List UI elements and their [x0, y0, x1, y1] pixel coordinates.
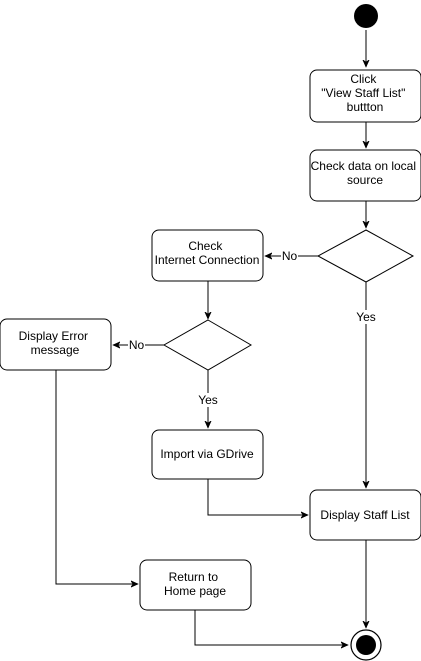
activity-display-error-label: Display Error message — [19, 329, 92, 357]
activity-return-home-label: Return to Home page — [164, 570, 226, 598]
edge-label-local-yes-text: Yes — [356, 310, 376, 324]
edge-label-internet-yes-text: Yes — [198, 393, 218, 407]
activity-check-internet: Check Internet Connection — [151, 229, 264, 282]
edge-label-internet-no: No — [128, 338, 145, 352]
start-node — [354, 4, 378, 28]
activity-click-view-staff-line-3: buttton — [347, 100, 384, 114]
activity-check-local-source-line-1: Check data on local — [311, 159, 416, 173]
activity-import-gdrive-label: Import via GDrive — [160, 447, 254, 461]
activity-check-internet-line-1: Check — [188, 239, 223, 253]
activity-return-home-line-2: Home page — [164, 584, 226, 598]
activity-import-gdrive: Import via GDrive — [151, 429, 264, 480]
edge-return-home-to-end — [194, 610, 348, 645]
activity-return-home-line-1: Return to — [169, 570, 219, 584]
activity-check-internet-label: Check Internet Connection — [155, 239, 260, 267]
activity-display-error-line-2: message — [31, 343, 80, 357]
edge-label-internet-no-text: No — [129, 338, 145, 352]
activity-click-view-staff-line-2: "View Staff List" — [321, 86, 405, 100]
edge-label-local-yes: Yes — [355, 310, 377, 324]
activity-click-view-staff-label: Click "View Staff List" buttton — [321, 72, 408, 114]
activity-click-view-staff-line-1: Click — [350, 72, 377, 86]
decision-local-data — [316, 229, 415, 283]
edge-label-local-no-text: No — [282, 249, 298, 263]
activity-display-error-line-1: Display Error — [19, 329, 88, 343]
activity-display-staff-list-line-1: Display Staff List — [320, 508, 410, 522]
edge-import-to-display-staff — [207, 479, 308, 515]
activity-display-staff-list-label: Display Staff List — [320, 508, 410, 522]
activity-check-local-source-label: Check data on local source — [311, 159, 420, 187]
edge-label-internet-yes: Yes — [197, 393, 219, 407]
edge-error-to-return-home — [55, 370, 138, 584]
activity-import-gdrive-line-1: Import via GDrive — [160, 447, 254, 461]
activity-click-view-staff: Click "View Staff List" buttton — [309, 69, 421, 123]
end-node — [350, 629, 382, 661]
edge-label-local-no: No — [281, 249, 298, 263]
activity-check-local-source-line-2: source — [347, 173, 383, 187]
activity-check-internet-line-2: Internet Connection — [155, 253, 260, 267]
activity-display-error: Display Error message — [0, 318, 112, 371]
activity-display-staff-list: Display Staff List — [309, 489, 421, 541]
decision-internet — [162, 319, 252, 371]
activity-return-home: Return to Home page — [139, 559, 252, 611]
activity-check-local-source: Check data on local source — [309, 149, 421, 202]
